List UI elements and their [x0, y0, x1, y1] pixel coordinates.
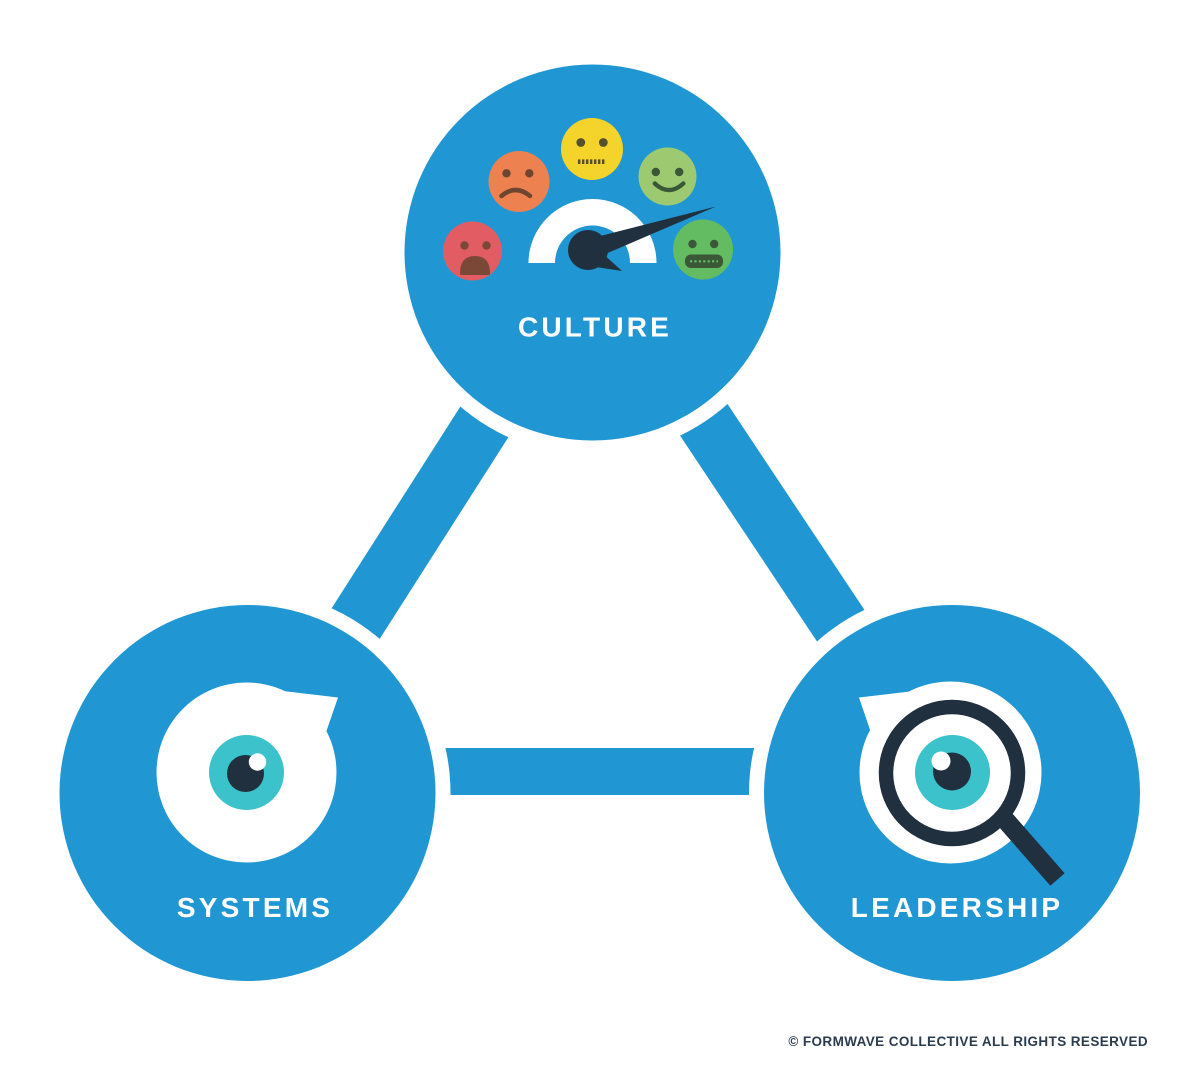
- face: [488, 151, 550, 212]
- copyright-text: © FORMWAVE COLLECTIVE ALL RIGHTS RESERVE…: [788, 1034, 1148, 1049]
- face: [673, 219, 733, 280]
- face-eye: [482, 241, 491, 250]
- face: [638, 147, 697, 206]
- needle-hub-tail: [596, 252, 622, 271]
- face-eye: [460, 241, 469, 250]
- face: [561, 118, 623, 180]
- face-mouth: [499, 187, 533, 199]
- node-label-leadership: LEADERSHIP: [851, 892, 1063, 923]
- eye-corner-wedge: [859, 691, 914, 745]
- magnifying-glass-eye-icon: [859, 681, 1065, 886]
- face-eye: [651, 167, 660, 177]
- face-mouth: [460, 256, 490, 275]
- eye-corner-wedge: [283, 691, 338, 744]
- node-leadership: LEADERSHIP: [749, 590, 1155, 996]
- face-eye: [675, 167, 684, 177]
- face-eye: [576, 138, 586, 147]
- face-eye: [710, 239, 719, 249]
- grinning-green-face-icon: [673, 219, 733, 280]
- node-systems: SYSTEMS: [44, 590, 451, 996]
- gauge-needle: [568, 206, 716, 271]
- eye-bubble-icon: [156, 682, 338, 863]
- face-mouth: [652, 181, 686, 193]
- face-eye: [502, 169, 511, 178]
- satisfaction-gauge-icon: [443, 118, 733, 281]
- sad-orange-face-icon: [488, 151, 550, 212]
- node-label-systems: SYSTEMS: [177, 892, 333, 923]
- face-eye: [598, 138, 608, 147]
- neutral-yellow-face-icon: [561, 118, 623, 180]
- magnifier-ring: [878, 699, 1026, 847]
- face-eye: [688, 239, 697, 249]
- happy-light-green-face-icon: [638, 147, 697, 206]
- eye-highlight: [931, 751, 951, 771]
- node-culture: CULTURE: [389, 49, 796, 456]
- needle-hub: [568, 230, 608, 270]
- eye-highlight: [248, 753, 267, 771]
- node-label-culture: CULTURE: [518, 312, 672, 343]
- face-eye: [525, 169, 534, 178]
- angry-red-face-icon: [443, 221, 502, 281]
- gauge-arc: [528, 199, 657, 263]
- needle-pointer: [584, 206, 716, 260]
- magnifier-handle: [994, 809, 1065, 886]
